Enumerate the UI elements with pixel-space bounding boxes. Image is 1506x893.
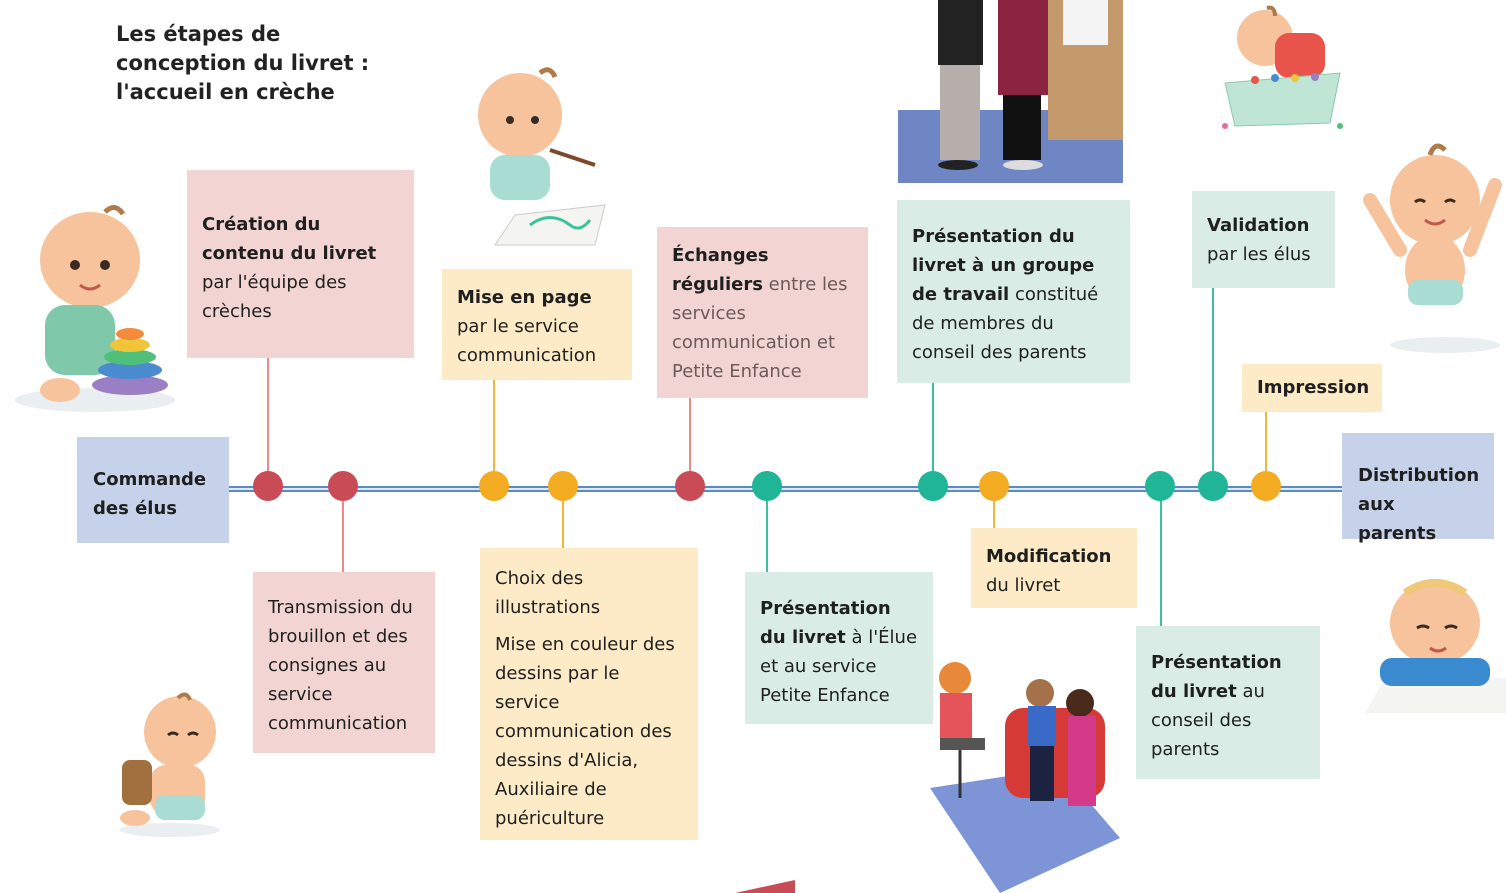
timeline-dot [1198,471,1228,501]
timeline-dot [1251,471,1281,501]
step-transmission: Transmission du brouillon et des consign… [253,572,435,753]
connector-pres-conseil [1160,490,1162,626]
baby-crawling-illustration [1365,579,1506,713]
connector-pres-groupe [932,383,934,486]
page-title: Les étapes de conception du livret : l'a… [116,22,370,104]
connector-creation [267,358,269,486]
timeline-dot [979,471,1009,501]
baby-painting-illustration [478,67,606,246]
baby-stacking-rings-illustration [15,205,175,412]
timeline-dot [328,471,358,501]
timeline-dot [675,471,705,501]
step-mise-en-page: Mise en page par le service communicatio… [442,269,632,380]
timeline-dot [548,471,578,501]
baby-cheering-illustration [1363,143,1502,353]
step-echanges: Échanges réguliers entre les services co… [657,227,868,398]
timeline-dot [253,471,283,501]
timeline-dot [918,471,948,501]
connector-choix [562,490,564,548]
start-box: Commande des élus [77,437,229,543]
timeline-axis-highlight [229,488,1342,490]
step-presentation-groupe: Présentation du livret à un groupe de tr… [897,200,1130,383]
decorative-red-mark [735,880,795,893]
step-impression: Impression [1242,364,1382,412]
timeline-axis [229,486,1342,492]
step-choix: Choix des illustrations Mise en couleur … [480,548,698,840]
baby-with-toy-horse-illustration [120,692,220,837]
timeline-dot [479,471,509,501]
connector-validation [1212,288,1214,486]
step-validation: Validation par les élus [1192,191,1335,288]
connector-mise-en-page [493,380,495,486]
connector-impression [1265,412,1267,486]
family-meeting-scene-illustration [930,662,1120,893]
step-modification: Modification du livret [971,528,1137,608]
connector-pres-elue [766,490,768,572]
step-presentation-elue: Présentation du livret à l'Élue et au se… [745,572,933,724]
parents-at-noticeboard-illustration [898,0,1123,183]
timeline-dot [1145,471,1175,501]
connector-modification [993,490,995,528]
connector-echanges [689,398,691,486]
step-creation: Création du contenu du livret par l'équi… [187,170,414,358]
end-box: Distribution aux parents [1342,433,1494,544]
step-presentation-conseil: Présentation du livret au conseil des pa… [1136,626,1320,779]
connector-transmission [342,490,344,572]
timeline-dot [752,471,782,501]
baby-ball-pit-illustration [1222,5,1343,129]
